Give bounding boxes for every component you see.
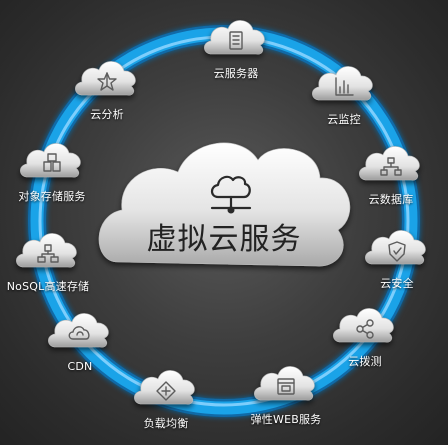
share-nodes-icon: [356, 319, 374, 339]
cloud-sync-icon: [68, 326, 90, 340]
service-node: [16, 233, 77, 268]
service-node: [365, 230, 426, 265]
service-node: [204, 20, 265, 55]
service-cloud: [333, 308, 394, 343]
service-node: [254, 366, 315, 401]
service-cloud: [204, 20, 265, 55]
window-icon: [277, 378, 295, 395]
service-node: [20, 143, 81, 178]
service-node: [333, 308, 394, 343]
analysis-star-icon: [97, 72, 117, 91]
service-node: [134, 370, 195, 405]
shield-icon: [388, 241, 406, 262]
service-label: 负载均衡: [143, 417, 189, 430]
cloud-network-icon: [210, 175, 252, 214]
service-label: 对象存储服务: [18, 190, 86, 203]
service-node: [75, 61, 136, 96]
service-label: 云分析: [90, 108, 124, 121]
service-node: [48, 313, 109, 348]
service-label: 云安全: [380, 277, 414, 290]
service-node: [312, 66, 373, 101]
service-label: 云拨测: [348, 355, 382, 368]
service-cloud: [134, 370, 195, 405]
service-cloud: [365, 230, 426, 265]
center-title: 虚拟云服务: [146, 222, 302, 257]
service-label: 云数据库: [368, 193, 414, 206]
service-label: CDN: [67, 360, 93, 373]
bar-chart-icon: [335, 77, 354, 96]
storage-network-icon: [37, 244, 59, 263]
database-network-icon: [380, 157, 402, 176]
balance-diamond-icon: [156, 381, 176, 401]
service-label: 云监控: [327, 113, 361, 126]
server-icon: [229, 31, 243, 50]
service-nodes: [16, 20, 426, 405]
service-label: 云服务器: [213, 67, 259, 80]
service-label: NoSQL高速存储: [6, 280, 90, 293]
service-cloud: [48, 313, 109, 348]
central-cloud: [98, 142, 351, 267]
service-label: 弹性WEB服务: [250, 413, 322, 426]
service-node: [359, 146, 420, 181]
service-cloud: [312, 66, 373, 101]
object-storage-icon: [43, 153, 61, 172]
